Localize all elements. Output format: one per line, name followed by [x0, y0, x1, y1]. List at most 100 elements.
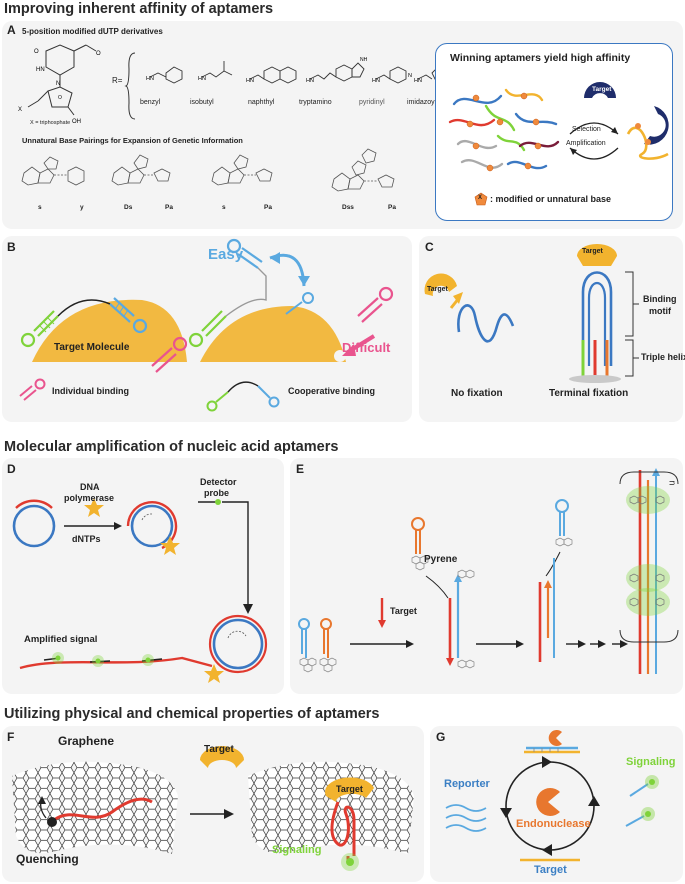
- sub-benzyl: benzyl: [140, 99, 161, 106]
- panel-b-illustration: [19, 238, 394, 412]
- panel-g-illustration: [445, 730, 659, 862]
- panel-e-illustration: [298, 468, 679, 674]
- pair1-b: y: [80, 204, 84, 211]
- svg-text:O: O: [96, 51, 101, 57]
- cooperative-binding-label: Cooperative binding: [288, 386, 376, 396]
- svg-text:NH: NH: [360, 57, 368, 63]
- endonuclease-label: Endonuclease: [516, 818, 591, 830]
- selection-cycle-arrows: [569, 122, 619, 160]
- binding-motif-label-1: Binding: [643, 294, 677, 304]
- pair1-a: s: [38, 204, 42, 211]
- bound-aptamer: [626, 106, 669, 160]
- aptamer-pool: [448, 88, 560, 172]
- sub-imidazoyl: imidazoyl: [407, 99, 437, 106]
- winning-aptamers-box: Winning aptamers yield high affinity: [435, 43, 673, 221]
- quenching-label: Quenching: [16, 852, 79, 866]
- panel-f: F Graphene Target Target Quenching Signa…: [2, 726, 424, 882]
- panel-g: G Reporter Signaling Endonuclease Target: [430, 726, 683, 882]
- svg-text:O: O: [34, 49, 39, 55]
- panel-a-label: A: [7, 23, 16, 37]
- modified-base-marker: X: [478, 195, 483, 201]
- dntps-label: dNTPs: [72, 534, 101, 544]
- sub-tryptamino: tryptamino: [299, 99, 332, 106]
- svg-text:N: N: [408, 73, 412, 79]
- svg-text:O: O: [58, 95, 62, 101]
- legend-text: : modified or unnatural base: [490, 194, 612, 204]
- panel-c-illustration: [424, 244, 639, 383]
- section-title-properties: Utilizing physical and chemical properti…: [4, 706, 380, 722]
- section-title-affinity: Improving inherent affinity of aptamers: [4, 1, 274, 17]
- x-note: X = triphosphate: [30, 120, 71, 126]
- pair4-b: Pa: [388, 204, 396, 211]
- dutp-structure: O HN N O X OH O: [18, 44, 101, 125]
- svg-text:HN: HN: [246, 78, 254, 84]
- section-title-amplification: Molecular amplification of nucleic acid …: [4, 439, 339, 455]
- svg-text:HN: HN: [306, 78, 314, 84]
- signaling-label-f: Signaling: [272, 844, 322, 856]
- target-molecule-label: Target Molecule: [54, 342, 130, 353]
- target-label-e: Target: [390, 606, 417, 616]
- panel-b: B: [2, 236, 412, 422]
- pair4-a: Dss: [342, 204, 354, 211]
- svg-text:HN: HN: [198, 76, 206, 82]
- substituent-structures: HN HN HN HN NH HN N: [146, 57, 412, 84]
- amplified-signal-label: Amplified signal: [24, 634, 98, 645]
- svg-text:HN: HN: [414, 78, 422, 84]
- svg-text:N: N: [56, 81, 60, 87]
- no-fixation-label: No fixation: [451, 388, 503, 399]
- r-equals: R=: [112, 76, 123, 85]
- dutp-subtitle: 5-position modified dUTP derivatives: [22, 27, 163, 36]
- dna-polymerase-label-2: polymerase: [64, 493, 115, 503]
- sub-isobutyl: isobutyl: [190, 99, 214, 106]
- sub-naphthyl: naphthyl: [248, 99, 275, 106]
- panel-d: D DNA polymerase dNTPs Detector: [2, 458, 284, 694]
- panel-c-label: C: [425, 240, 434, 254]
- box-target-label: Target: [592, 86, 612, 93]
- reporter-label: Reporter: [444, 778, 490, 790]
- repeat-n-label: n: [667, 480, 678, 486]
- panel-f-illustration: [12, 746, 414, 871]
- target-crescent-icon: [584, 82, 616, 98]
- base-pair-structures: [21, 148, 395, 192]
- target-fixed-label: Target: [582, 248, 603, 255]
- svg-text:HN: HN: [146, 76, 154, 82]
- panel-b-label: B: [7, 240, 16, 254]
- target-free-label: Target: [427, 286, 448, 293]
- pair3-b: Pa: [264, 204, 272, 211]
- dna-polymerase-label-1: DNA: [80, 482, 100, 492]
- target-label-f1: Target: [204, 744, 234, 755]
- panel-e: E: [290, 458, 683, 694]
- pair3-a: s: [222, 204, 226, 211]
- panel-d-illustration: [12, 498, 268, 683]
- svg-text:HN: HN: [36, 67, 45, 73]
- svg-text:HN: HN: [372, 78, 380, 84]
- panel-a: A 5-position modified dUTP derivatives O…: [2, 21, 683, 229]
- svg-text:X: X: [18, 107, 22, 113]
- pyrene-label: Pyrene: [424, 554, 458, 565]
- graphene-label: Graphene: [58, 734, 115, 748]
- sub-pyridinyl: pyridinyl: [359, 99, 385, 106]
- amplification-label: Amplification: [566, 140, 606, 147]
- binding-motif-label-2: motif: [649, 306, 671, 316]
- pair2-a: Ds: [124, 204, 133, 211]
- terminal-fixation-label: Terminal fixation: [549, 388, 629, 399]
- panel-f-label: F: [7, 730, 15, 744]
- svg-text:OH: OH: [72, 119, 81, 125]
- unnatural-title: Unnatural Base Pairings for Expansion of…: [22, 136, 243, 145]
- winning-title: Winning aptamers yield high affinity: [450, 52, 631, 64]
- triple-helix-label: Triple helix: [641, 352, 685, 362]
- selection-label: Selection: [572, 126, 601, 133]
- target-label-g: Target: [534, 864, 567, 876]
- easy-label: Easy: [208, 246, 244, 263]
- detector-probe-label-2: probe: [204, 488, 230, 498]
- panel-c: C Target Target Binding motif Triple hel…: [419, 236, 685, 422]
- signaling-label-g: Signaling: [626, 756, 676, 768]
- panel-g-label: G: [436, 730, 446, 744]
- modified-base-icon: [474, 192, 488, 206]
- difficult-label: Difficult: [342, 340, 391, 355]
- individual-binding-label: Individual binding: [52, 386, 129, 396]
- pair2-b: Pa: [165, 204, 173, 211]
- panel-d-label: D: [7, 462, 16, 476]
- detector-probe-label-1: Detector: [200, 477, 237, 487]
- panel-e-label: E: [296, 462, 305, 476]
